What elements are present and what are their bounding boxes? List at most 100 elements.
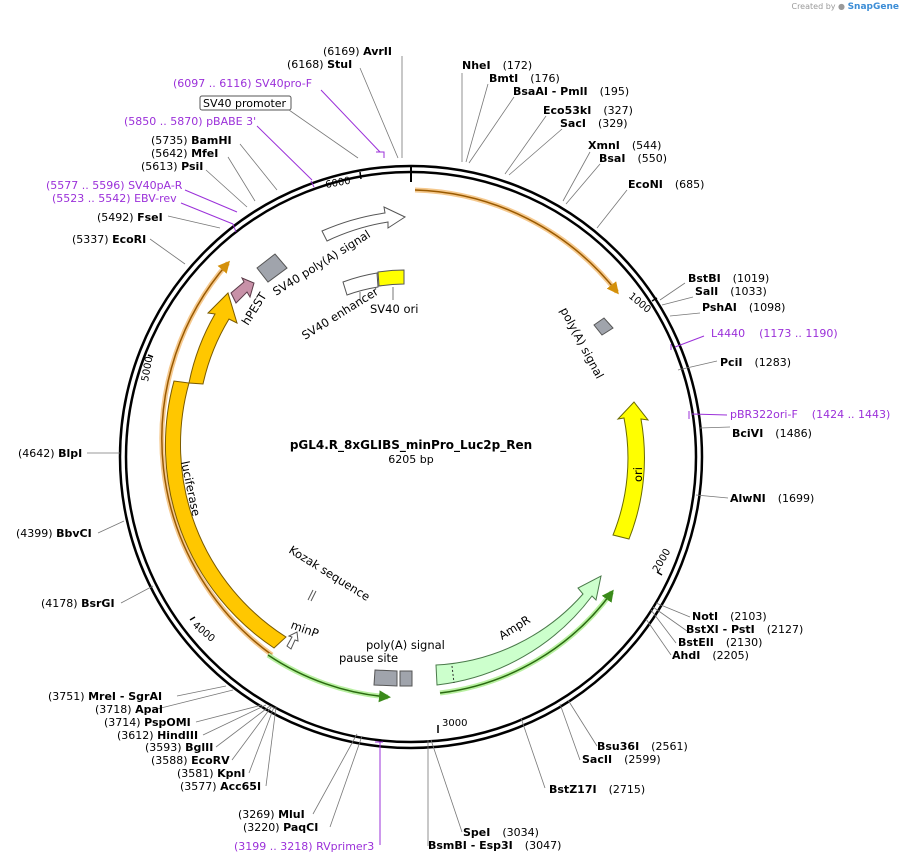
snapgene-logo-icon: ●: [838, 2, 846, 11]
orf-left-arrow: [161, 260, 273, 656]
svg-text:(6168) StuI: (6168) StuI: [287, 58, 352, 71]
svg-text:BstXI - PstI(2127): BstXI - PstI(2127): [686, 623, 803, 636]
feature-sv40-ori-label: SV40 ori: [370, 302, 418, 316]
tick-1000: [651, 297, 658, 302]
tick-label-1000: 1000: [626, 291, 653, 316]
enzyme-bsmbi-esp3i: BsmBI - Esp3I: [428, 839, 513, 852]
svg-text:NheI(172): NheI(172): [462, 59, 532, 72]
primer-rvprimer3: RVprimer3: [316, 840, 374, 853]
svg-text:(5613) PsiI: (5613) PsiI: [141, 160, 203, 173]
enzyme-mrei-sgrai: MreI - SgrAI: [88, 690, 162, 703]
sv40-promoter-box: [199, 95, 292, 111]
enzyme-saci: SacI: [560, 117, 586, 130]
svg-text:(5850 .. 5870) pBABE 3': (5850 .. 5870) pBABE 3': [124, 115, 256, 128]
svg-text:EcoNI(685): EcoNI(685): [628, 178, 704, 191]
enzyme-labels-right: NheI(172) BmtI(176) BsaAI - PmlI(195) Ec…: [428, 59, 814, 852]
svg-text:PciI(1283): PciI(1283): [720, 356, 791, 369]
svg-text:(3581) KpnI: (3581) KpnI: [177, 767, 245, 780]
primer-ebv-rev: EBV-rev: [134, 192, 177, 205]
enzyme-xmni: XmnI: [588, 139, 620, 152]
enzyme-bbvci: BbvCI: [56, 527, 92, 540]
svg-text:(3593) BglII: (3593) BglII: [145, 741, 213, 754]
svg-text:(3714) PspOMI: (3714) PspOMI: [104, 716, 191, 729]
svg-text:pBR322ori-F(1424 .. 1443): pBR322ori-F(1424 .. 1443): [730, 408, 890, 421]
tick-6000: [359, 171, 362, 180]
svg-text:(3220) PaqCI: (3220) PaqCI: [243, 821, 318, 834]
tick-label-6000: 6000: [325, 176, 352, 191]
svg-text:BstEII(2130): BstEII(2130): [678, 636, 762, 649]
enzyme-sacii: SacII: [582, 753, 612, 766]
feature-polya-bottom-label: poly(A) signal: [366, 638, 445, 652]
sv40-enhancer-box: [342, 272, 379, 296]
svg-text:AlwNI(1699): AlwNI(1699): [730, 492, 814, 505]
ampr-promoter-divider: [451, 665, 455, 684]
enzyme-pcii: PciI: [720, 356, 742, 369]
enzyme-bsu36i: Bsu36I: [597, 740, 639, 753]
svg-text:BmtI(176): BmtI(176): [489, 72, 560, 85]
enzyme-pspomi: PspOMI: [144, 716, 191, 729]
orf-top-glow: [414, 187, 619, 294]
plasmid-size: 6205 bp: [388, 453, 433, 466]
orf-minp-arrow: [267, 654, 391, 703]
feature-ampr-label: AmpR: [496, 612, 533, 642]
svg-text:BstBI(1019): BstBI(1019): [688, 272, 769, 285]
orf-top-arrow: [414, 189, 619, 295]
svg-text:(3588) EcoRV: (3588) EcoRV: [151, 754, 230, 767]
svg-text:SacI(329): SacI(329): [560, 117, 628, 130]
enzyme-nhei: NheI: [462, 59, 491, 72]
svg-text:Eco53kI(327): Eco53kI(327): [543, 104, 633, 117]
svg-text:(5523 .. 5542) EBV-rev: (5523 .. 5542) EBV-rev: [52, 192, 177, 205]
primer-pbabe-3: pBABE 3': [206, 115, 256, 128]
orf-ampr-arrow: [439, 589, 614, 694]
svg-text:(5492) FseI: (5492) FseI: [97, 211, 163, 224]
enzyme-fsei: FseI: [137, 211, 163, 224]
svg-text:L4440(1173 .. 1190): L4440(1173 .. 1190): [711, 327, 838, 340]
svg-text:NotI(2103): NotI(2103): [692, 610, 767, 623]
snapgene-watermark: Created by ● SnapGene: [791, 2, 899, 12]
enzyme-bstxi-psti: BstXI - PstI: [686, 623, 755, 636]
watermark-prefix: Created by: [791, 2, 836, 11]
svg-text:(6097 .. 6116) SV40pro-F: (6097 .. 6116) SV40pro-F: [173, 77, 312, 90]
primer-l4440: L4440: [711, 327, 745, 340]
svg-text:(4642) BlpI: (4642) BlpI: [18, 447, 82, 460]
feature-sv40-enhancer-label: SV40 enhancer: [299, 284, 381, 342]
enzyme-mfei: MfeI: [191, 147, 218, 160]
feature-polya-right-label: poly(A) signal: [557, 305, 606, 381]
primer-sv40pro-f: SV40pro-F: [255, 77, 312, 90]
enzyme-labels-left: (6169) AvrII (6168) StuI (5735) BamHI (5…: [16, 45, 392, 834]
svg-text:BstZ17I(2715): BstZ17I(2715): [549, 783, 645, 796]
svg-text:SacII(2599): SacII(2599): [582, 753, 661, 766]
svg-text:(4399) BbvCI: (4399) BbvCI: [16, 527, 92, 540]
feature-sv40-promoter-label: SV40 promoter: [203, 97, 287, 110]
enzyme-bsaai-pmli: BsaAI - PmlI: [513, 85, 588, 98]
svg-text:(5642) MfeI: (5642) MfeI: [151, 147, 218, 160]
svg-text:(3612) HindIII: (3612) HindIII: [117, 729, 198, 742]
enzyme-ecorv: EcoRV: [191, 754, 230, 767]
primer-pbr322ori-f: pBR322ori-F: [730, 408, 798, 421]
feature-ori-label: ori: [631, 467, 645, 482]
svg-text:(4178) BsrGI: (4178) BsrGI: [41, 597, 115, 610]
tick-label-3000: 3000: [442, 718, 467, 729]
svg-text:(5735) BamHI: (5735) BamHI: [151, 134, 232, 147]
ori-arrow: [612, 401, 650, 540]
pause-site-box: [373, 669, 398, 687]
primer-connectors: [180, 89, 728, 845]
svg-text:(3751) MreI - SgrAI: (3751) MreI - SgrAI: [48, 690, 162, 703]
svg-text:XmnI(544): XmnI(544): [588, 139, 661, 152]
tick-label-2000: 2000: [651, 547, 673, 575]
tick-label-5000: 5000: [140, 356, 155, 383]
minp-arrow: [286, 631, 299, 650]
enzyme-hindiii: HindIII: [157, 729, 198, 742]
svg-text:Bsu36I(2561): Bsu36I(2561): [597, 740, 688, 753]
enzyme-noti: NotI: [692, 610, 718, 623]
primer-sv40pa-r: SV40pA-R: [128, 179, 183, 192]
svg-text:BsaAI - PmlI(195): BsaAI - PmlI(195): [513, 85, 629, 98]
sv40-ori-box: [377, 269, 405, 287]
feature-kozak-label: Kozak sequence: [286, 543, 372, 604]
enzyme-kpni: KpnI: [217, 767, 245, 780]
plasmid-name: pGL4.R_8xGLIBS_minPro_Luc2p_Ren: [290, 438, 532, 453]
feature-pause-site-label: pause site: [339, 651, 398, 665]
tick-5000: [147, 354, 154, 358]
svg-text:(5577 .. 5596) SV40pA-R: (5577 .. 5596) SV40pA-R: [46, 179, 183, 192]
